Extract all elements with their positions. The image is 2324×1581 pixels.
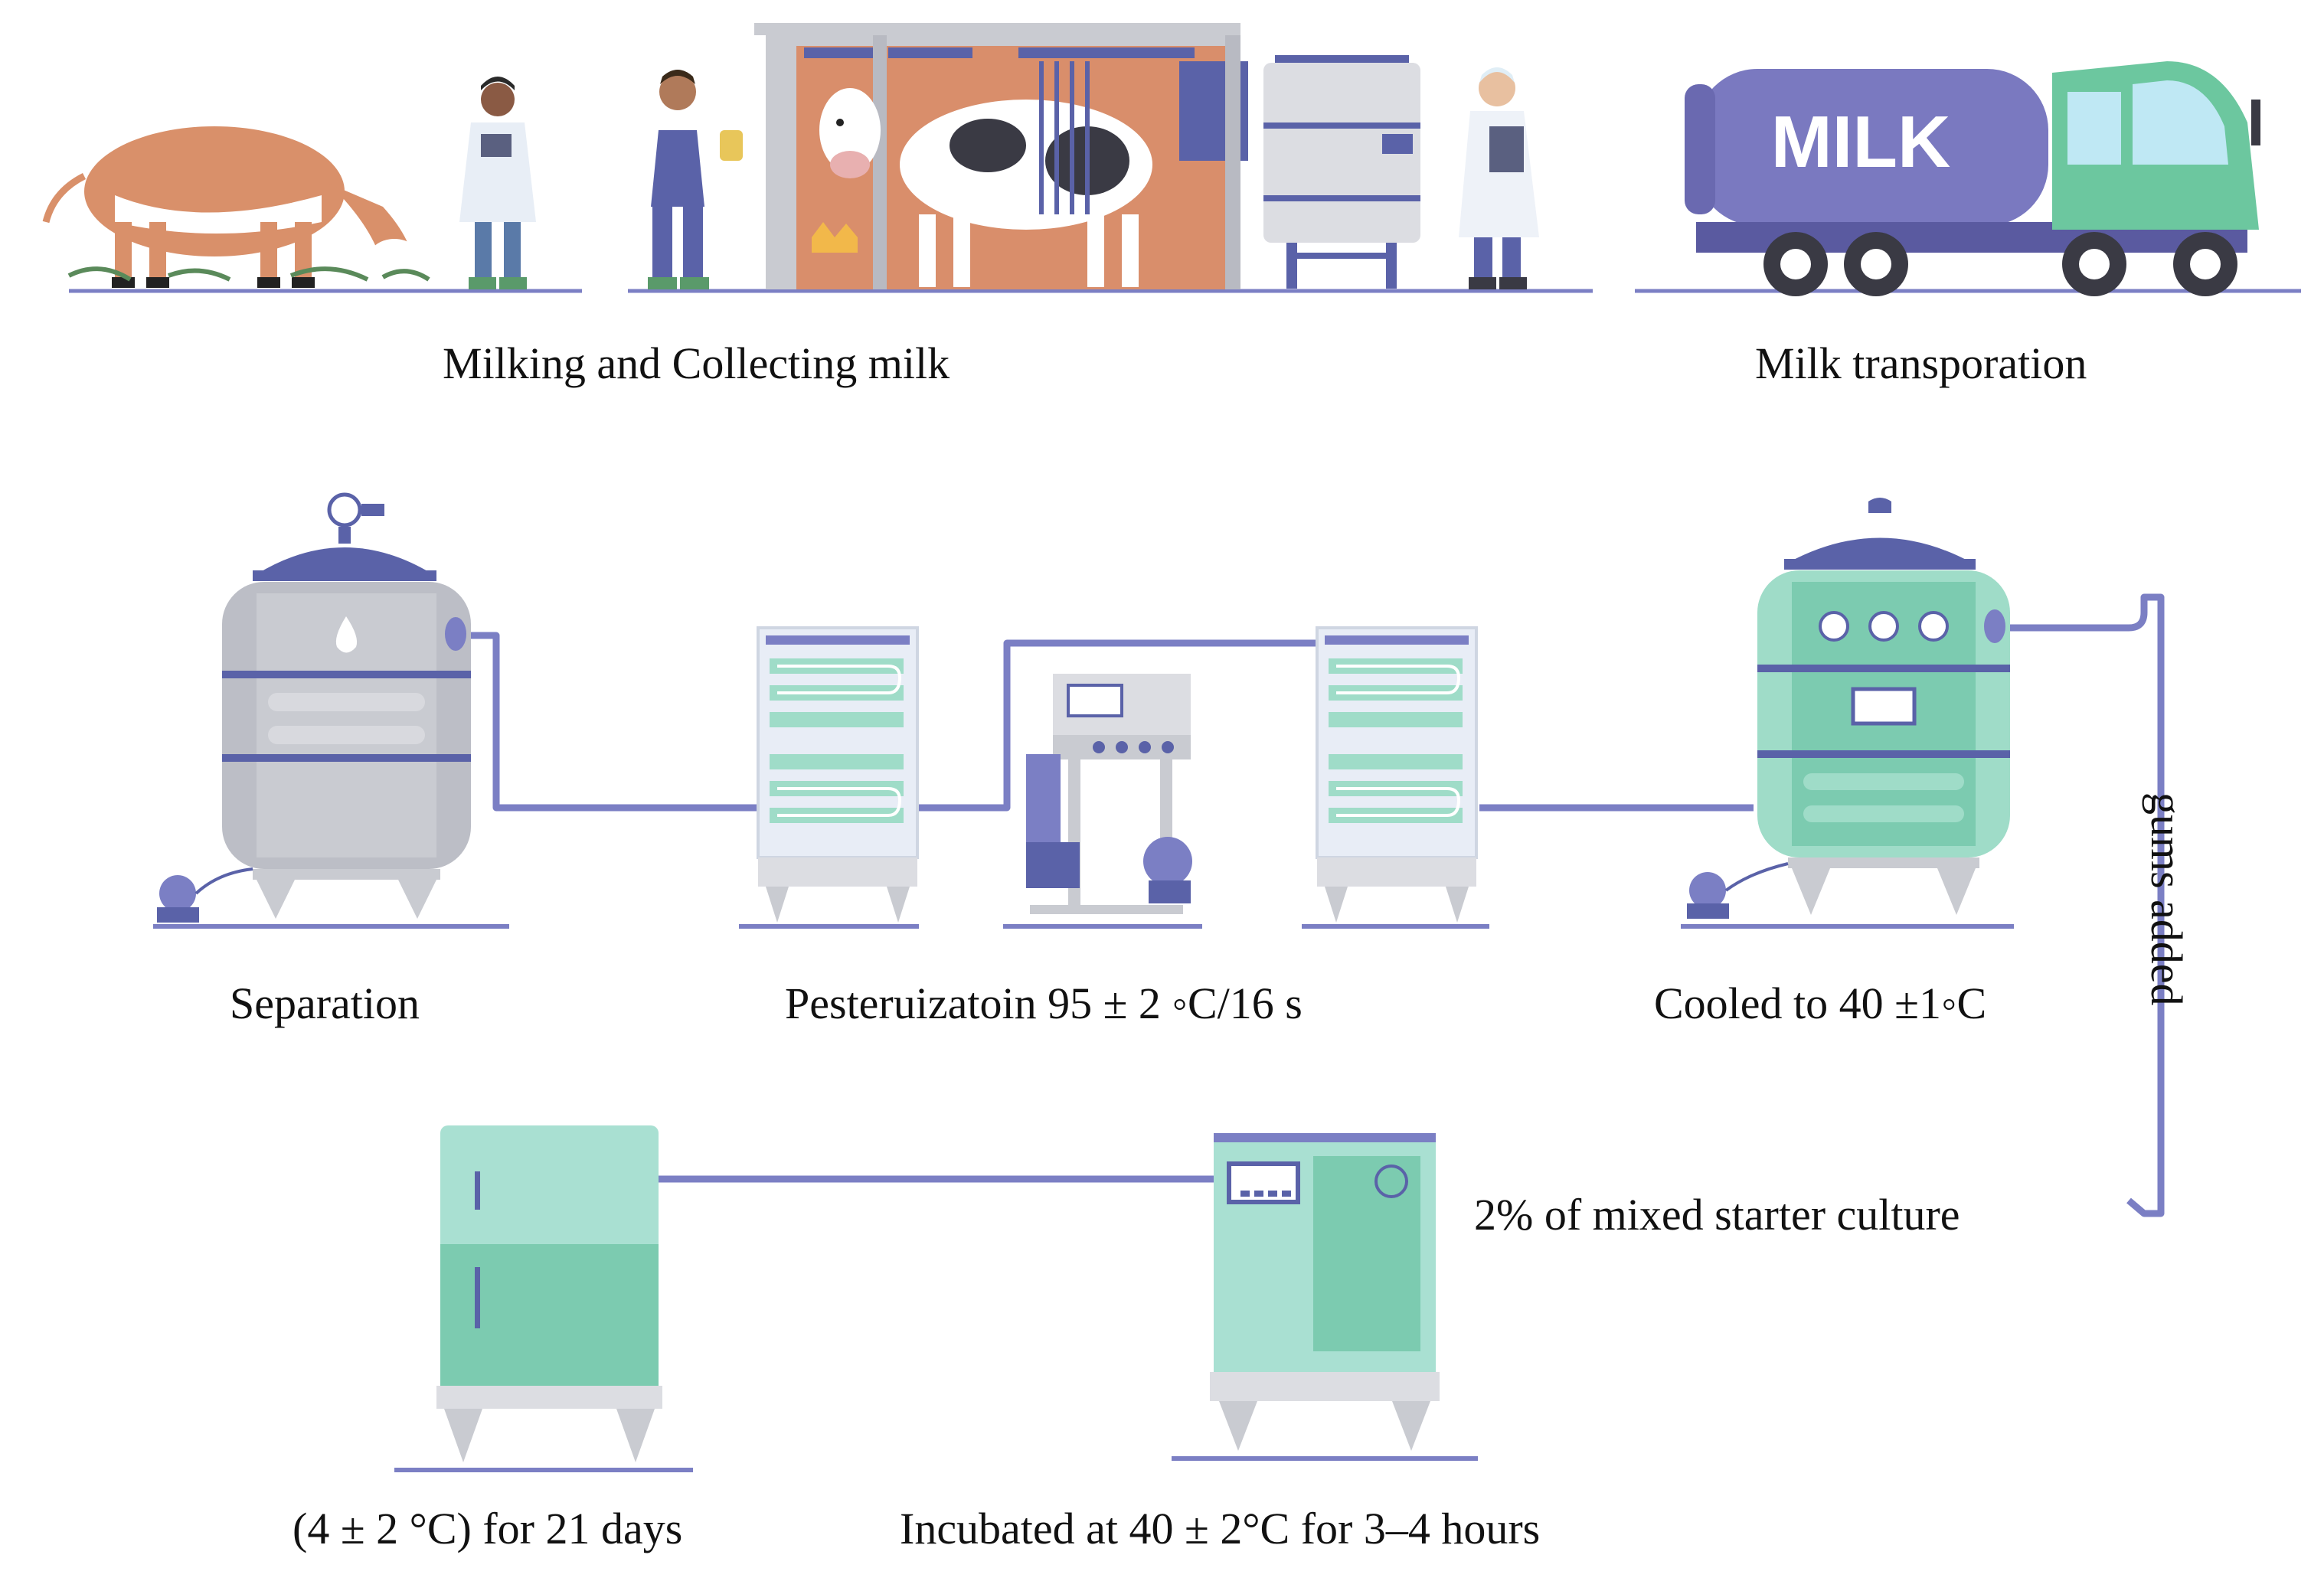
separator-tank-illustration <box>153 492 509 929</box>
gums-added-label: gums added <box>2142 792 2192 1006</box>
cooling-step-label: Cooled to 40 ±1◦C <box>1654 978 1987 1028</box>
incubation-step-label: Incubated at 40 ± 2°C for 3–4 hours <box>900 1504 1541 1553</box>
storage-step-label: (4 ± 2 °C) for 21 days <box>293 1504 683 1553</box>
pasteurization-step-label: Pesteruizatoin 95 ± 2 ◦C/16 s <box>785 978 1303 1028</box>
milking-step-label: Milking and Collecting milk <box>443 338 950 388</box>
truck-milk-label: MILK <box>1771 101 1951 183</box>
incubator-illustration <box>1172 1133 1478 1461</box>
milking-stall-illustration <box>754 23 1248 289</box>
milk-cooling-tank-illustration <box>1263 55 1420 289</box>
process-pipes <box>471 593 2165 1217</box>
milking-scene <box>42 23 1593 293</box>
worker-bottle-illustration <box>643 70 743 289</box>
heat-exchanger-1-illustration <box>739 626 919 929</box>
pasteurizer-unit-illustration <box>1003 674 1202 929</box>
separation-step-label: Separation <box>230 978 420 1028</box>
milk-truck-illustration: MILK <box>1635 61 2301 296</box>
cooling-tank-illustration <box>1681 498 2014 929</box>
refrigerator-illustration <box>394 1125 693 1472</box>
grazing-cow-illustration <box>42 126 430 288</box>
transport-step-label: Milk transporation <box>1755 338 2087 388</box>
heat-exchanger-2-illustration <box>1302 626 1489 929</box>
starter-culture-label: 2% of mixed starter culture <box>1474 1190 1960 1240</box>
worker-tablet-illustration <box>459 77 536 289</box>
worker-clipboard-illustration <box>1459 67 1539 289</box>
